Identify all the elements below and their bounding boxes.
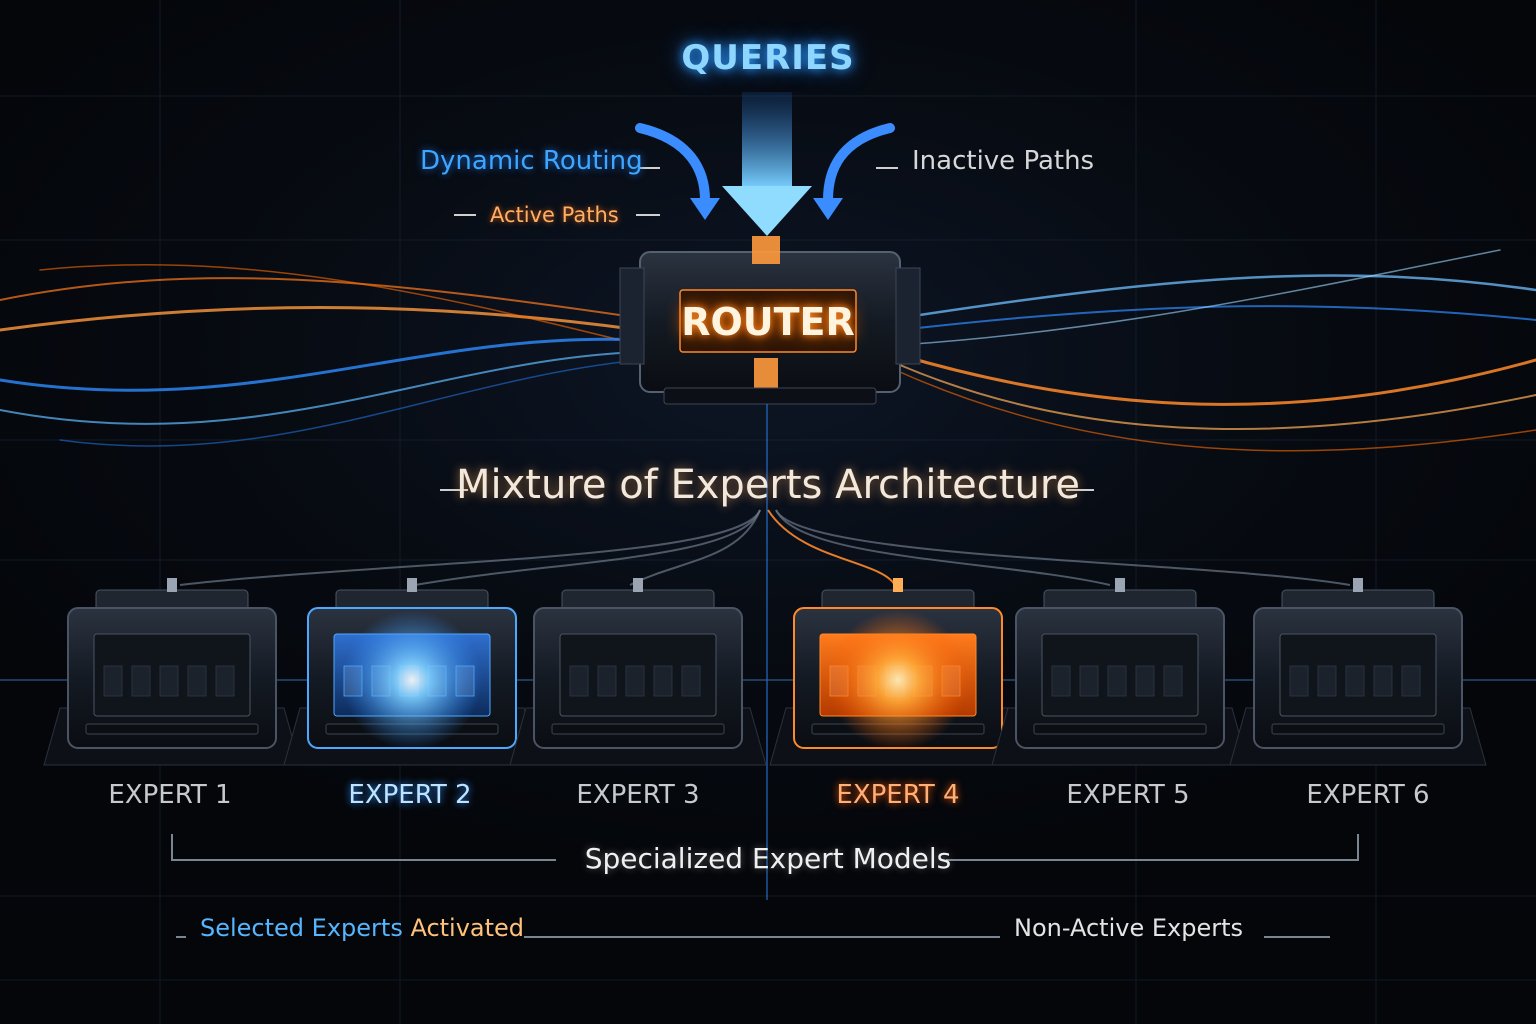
expert-server-icon <box>262 578 562 766</box>
selected-experts-label: Selected Experts Activated <box>200 914 524 942</box>
expert-panel-module <box>131 665 151 697</box>
selected-experts-text: Selected Experts <box>200 914 411 942</box>
expert-label-5: EXPERT 5 <box>1066 780 1190 810</box>
inactive-paths-label: Inactive Paths <box>912 146 1095 176</box>
router-label: ROUTER <box>681 300 855 344</box>
active-paths-label: Active Paths <box>490 203 619 227</box>
expert-label-1: EXPERT 1 <box>108 780 232 810</box>
expert-strip <box>1271 723 1445 735</box>
expert-panel-module <box>1289 665 1309 697</box>
expert-label-6: EXPERT 6 <box>1306 780 1430 810</box>
expert-connector <box>893 578 903 592</box>
expert-label-3: EXPERT 3 <box>576 780 700 810</box>
curved-arrow-icon <box>813 198 843 220</box>
expert-panel-module <box>1079 665 1099 697</box>
expert-connector <box>1353 578 1363 592</box>
expert-panel-module <box>625 665 645 697</box>
expert-panel-module <box>159 665 179 697</box>
expert-panel-module <box>1317 665 1337 697</box>
expert-panel-module <box>1345 665 1365 697</box>
expert-panel-module <box>187 665 207 697</box>
expert-panel-module <box>1401 665 1421 697</box>
expert-server-icon <box>43 578 301 766</box>
expert-connector <box>167 578 177 592</box>
expert-panel-module <box>1107 665 1127 697</box>
experts-layer <box>43 578 1487 766</box>
expert-panel-module <box>1373 665 1393 697</box>
expert-label-4: EXPERT 4 <box>836 780 960 810</box>
dynamic-routing-label: Dynamic Routing <box>420 146 643 176</box>
specialized-bracket <box>171 834 1359 938</box>
expert-panel-module <box>1135 665 1155 697</box>
non-active-experts-label: Non-Active Experts <box>1014 914 1243 942</box>
expert-server-icon <box>1229 578 1487 766</box>
specialized-models-label: Specialized Expert Models <box>584 842 952 875</box>
curved-arrow-icon <box>635 123 895 205</box>
expert-panel-module <box>597 665 617 697</box>
expert-panel-module <box>681 665 701 697</box>
expert-label-2: EXPERT 2 <box>348 780 472 810</box>
curved-arrow-icon <box>690 198 720 220</box>
router-device-icon <box>619 236 921 405</box>
expert-panel-module <box>1163 665 1183 697</box>
router-expert-connectors <box>179 404 1351 900</box>
expert-panel-module <box>1051 665 1071 697</box>
expert-server-icon <box>509 578 767 766</box>
expert-server-icon <box>748 578 1048 766</box>
expert-connector <box>1115 578 1125 592</box>
arrow-down-icon <box>722 92 812 236</box>
expert-panel-module <box>103 665 123 697</box>
expert-strip <box>551 723 725 735</box>
expert-connector <box>633 578 643 592</box>
diagram-title: Mixture of Experts Architecture <box>455 462 1080 508</box>
expert-connector <box>407 578 417 592</box>
expert-strip <box>85 723 259 735</box>
expert-panel-module <box>215 665 235 697</box>
annotation-leaders <box>440 167 1094 491</box>
expert-panel-module <box>653 665 673 697</box>
expert-server-icon <box>991 578 1249 766</box>
queries-label: QUERIES <box>681 38 855 78</box>
activated-text: Activated <box>410 914 525 942</box>
expert-panel-module <box>569 665 589 697</box>
expert-strip <box>1033 723 1207 735</box>
active-path-streams <box>0 249 1536 452</box>
